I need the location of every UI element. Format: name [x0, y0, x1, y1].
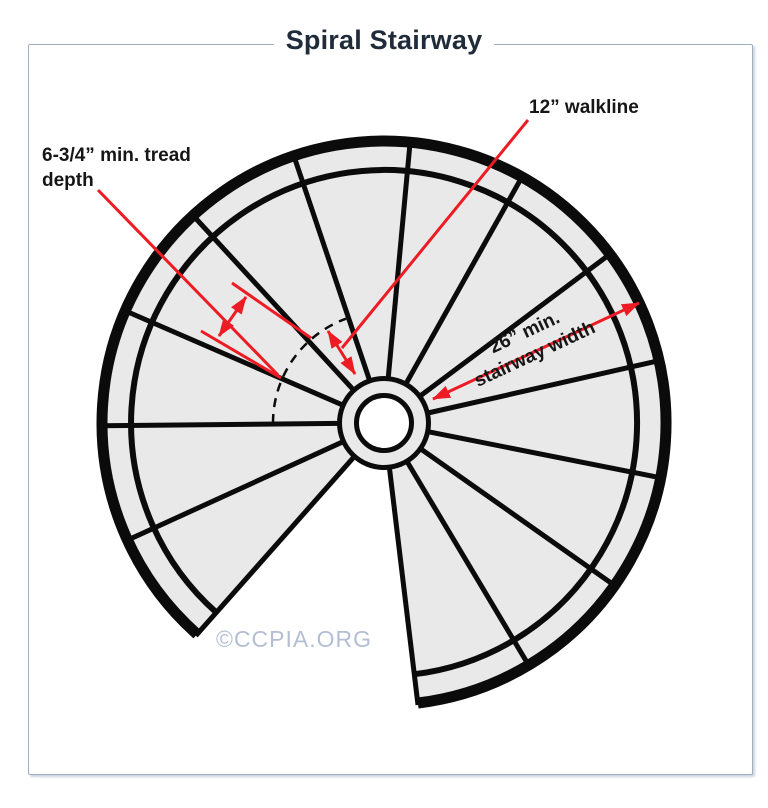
- tread-spoke: [386, 467, 421, 706]
- stairway-width-measure-arrow: [432, 301, 640, 401]
- tread-spoke: [419, 446, 618, 589]
- tread-spoke: [385, 139, 413, 379]
- outer-rim: [96, 135, 672, 709]
- walkline-label: 12” walkline: [529, 97, 639, 118]
- tread-depth-measure-arrow: [217, 296, 248, 337]
- tread-spoke: [99, 420, 340, 429]
- tread-spoke: [404, 460, 532, 669]
- tread-depth-label: 6-3/4” min. tread depth: [42, 143, 191, 193]
- tread-spoke: [290, 153, 372, 382]
- walkline-measure-arrow: [326, 330, 357, 375]
- tread-depth-tick-upper: [231, 281, 312, 340]
- tread-spoke: [189, 212, 356, 392]
- center-column-inner: [354, 393, 414, 453]
- tread-depth-label-line1: 6-3/4” min. tread: [42, 145, 191, 166]
- tread-spoke: [403, 174, 526, 385]
- tread-spoke: [193, 455, 357, 638]
- tread-spoke: [427, 429, 664, 481]
- walkline-dashed-arc: [271, 317, 347, 424]
- tread-depth-label-line2: depth: [42, 170, 94, 191]
- inner-rim: [128, 167, 641, 678]
- page-title: Spiral Stairway: [273, 24, 495, 56]
- annotations: [96, 119, 640, 401]
- tread-depth-leader-line: [96, 188, 280, 377]
- walkline-leader-line: [340, 119, 530, 349]
- watermark: ©CCPIA.ORG: [216, 626, 373, 652]
- tread-depth-tick-lower: [200, 329, 282, 380]
- tread-spoke: [124, 439, 345, 544]
- tread-spoke: [122, 307, 344, 408]
